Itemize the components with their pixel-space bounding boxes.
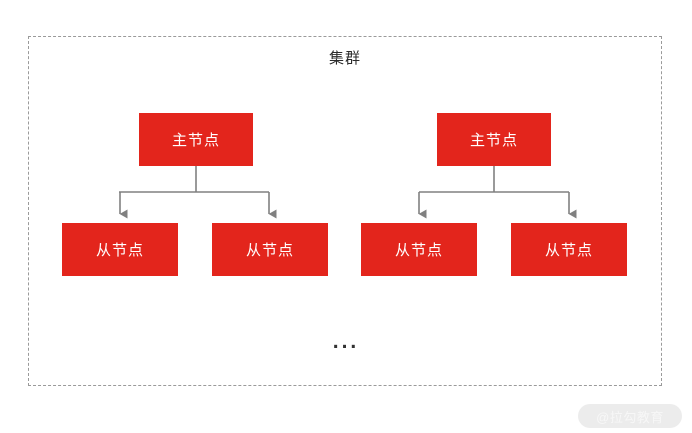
- slave-node-right-2[interactable]: 从节点: [511, 223, 627, 276]
- watermark-badge: @拉勾教育: [578, 404, 682, 428]
- slave-node-left-2[interactable]: 从节点: [212, 223, 328, 276]
- cluster-container: 集群: [28, 36, 662, 386]
- slave-node-left-1[interactable]: 从节点: [62, 223, 178, 276]
- master-node-left[interactable]: 主节点: [139, 113, 253, 166]
- slave-node-right-1[interactable]: 从节点: [361, 223, 477, 276]
- cluster-title: 集群: [328, 50, 361, 67]
- master-node-right[interactable]: 主节点: [437, 113, 551, 166]
- more-groups-ellipsis: ...: [332, 330, 360, 353]
